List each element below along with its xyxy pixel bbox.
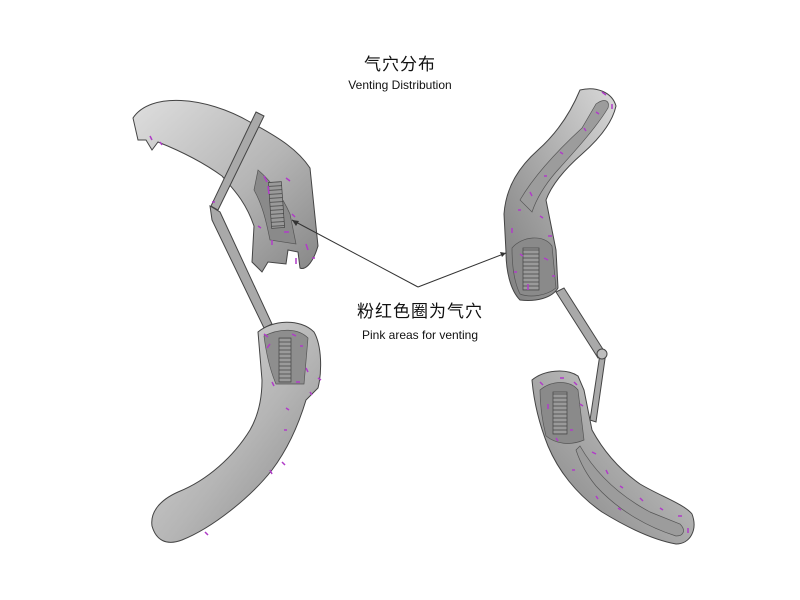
right-lower-spring xyxy=(552,391,568,435)
right-vent-marks xyxy=(511,91,689,533)
diagram-subtitle: Venting Distribution xyxy=(348,78,452,92)
right-lower-rail xyxy=(575,445,684,537)
right-assembly xyxy=(503,88,695,545)
leader-lines xyxy=(291,219,507,288)
annotation-label-english: Pink areas for venting xyxy=(361,328,479,342)
leader-arrow-right xyxy=(500,252,506,257)
right-hinge-pivot xyxy=(596,348,608,360)
left-vent-marks xyxy=(149,135,322,536)
right-upper-spring xyxy=(522,247,540,291)
left-assembly xyxy=(132,100,322,543)
left-lower-spring xyxy=(278,337,292,383)
annotation-label: 粉红色圈为气穴 xyxy=(357,302,483,322)
leader-line-left xyxy=(291,219,419,288)
leader-arrow-left xyxy=(292,220,299,226)
diagram-title: 气穴分布 xyxy=(364,55,436,75)
left-upper-spring xyxy=(268,181,285,229)
right-upper-rail xyxy=(519,100,609,213)
leader-line-right xyxy=(417,252,507,288)
